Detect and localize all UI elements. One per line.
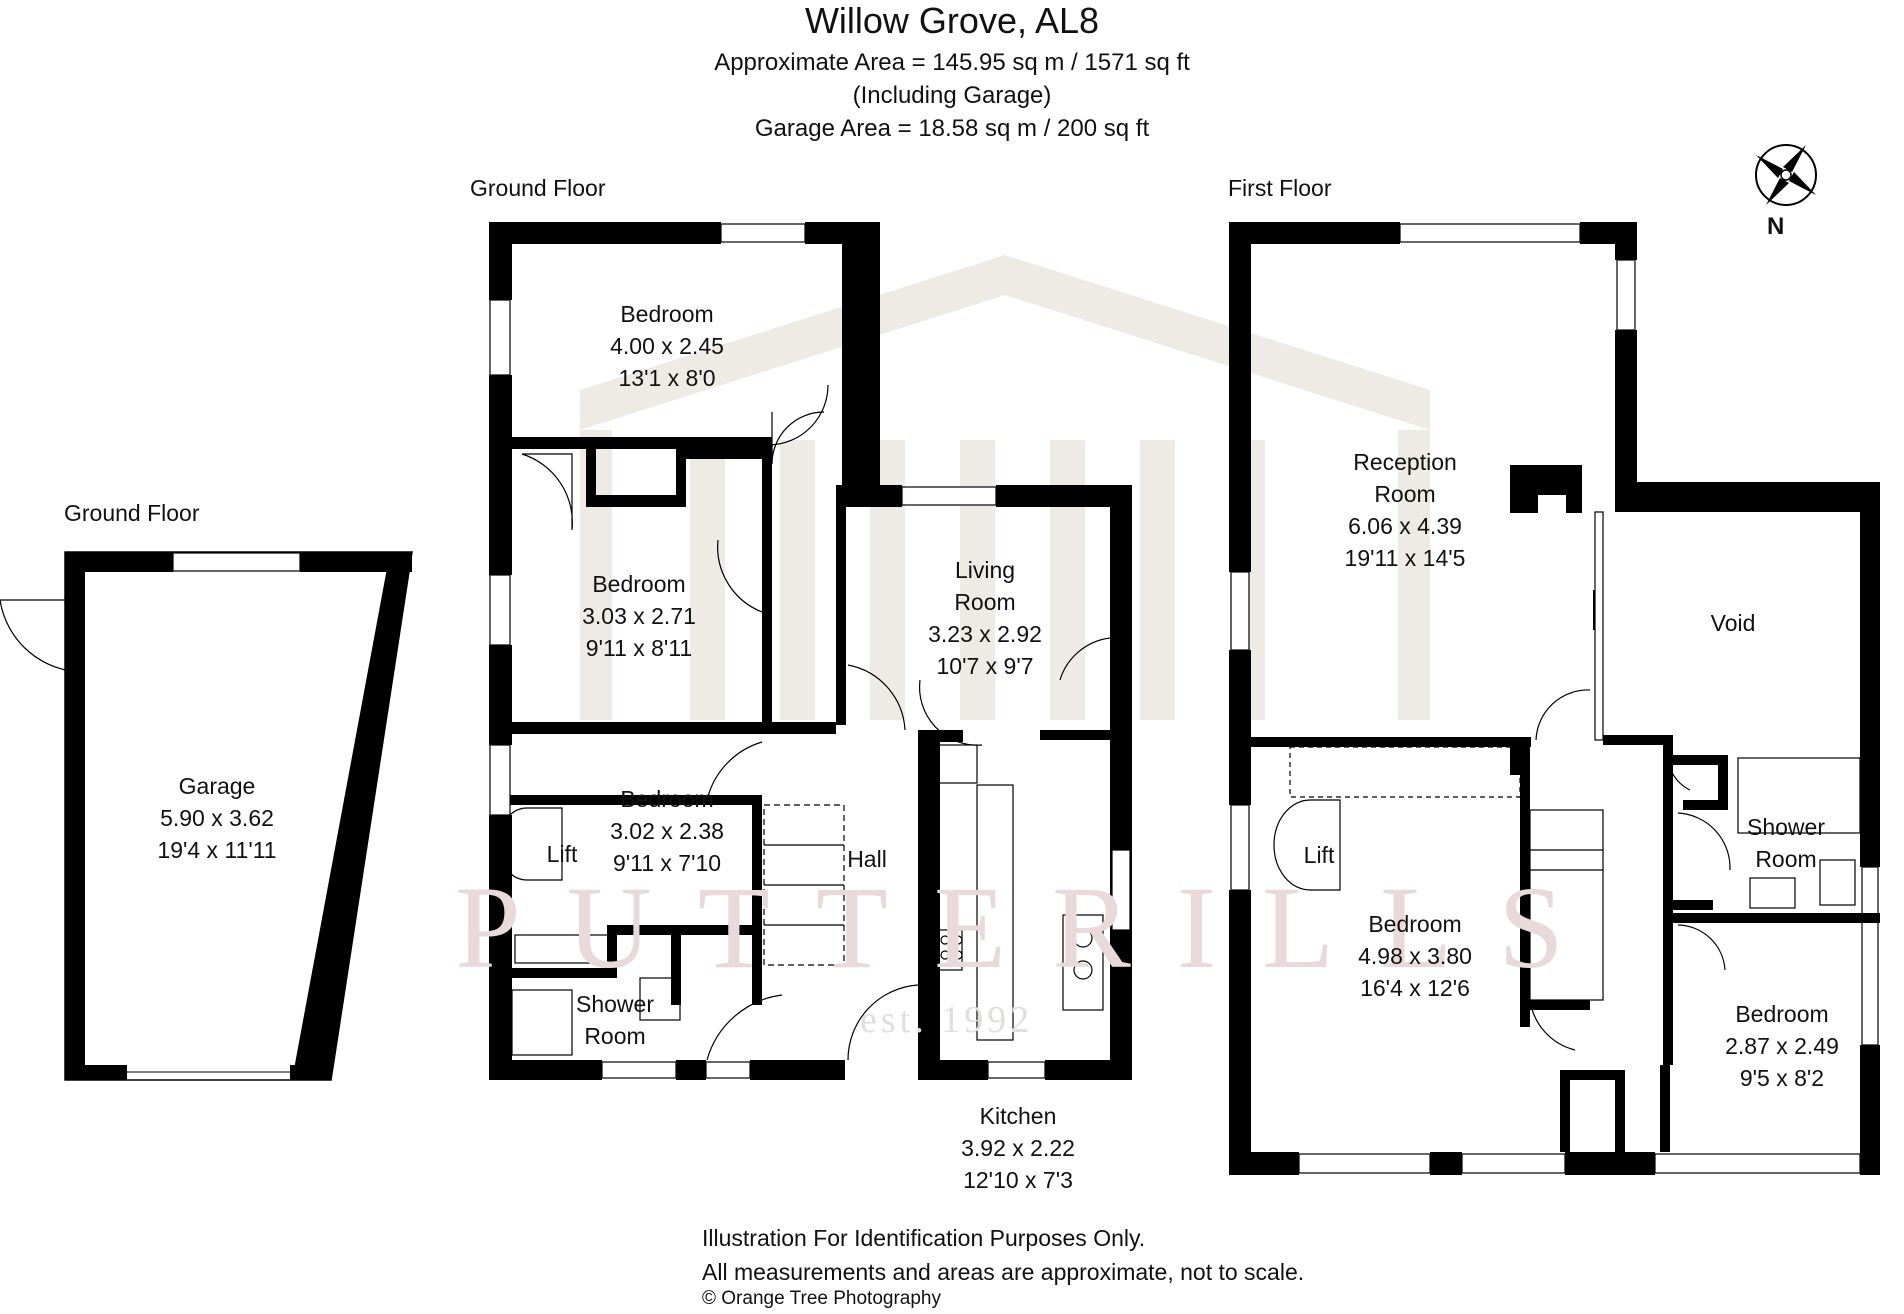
measurement-disclaimer: All measurements and areas are approxima… [702,1259,1305,1285]
approximate-area: Approximate Area = 145.95 sq m / 1571 sq… [714,49,1190,76]
room-metric: 3.23 x 2.92 [928,621,1042,647]
room-imperial: 9'11 x 7'10 [612,850,722,876]
brand-watermark: PUTTERILLS [455,862,1610,993]
first-floor-lift: Lift [1304,839,1335,871]
first-floor-label: First Floor [1228,175,1332,201]
ground-floor-fixtures [497,384,1111,1061]
room-metric: 2.87 x 2.49 [1725,1033,1839,1059]
garage-floor-label: Ground Floor [64,500,200,526]
room-living: Living Room 3.23 x 2.92 10'7 x 9'7 [928,554,1042,682]
room-name: Kitchen [979,1103,1057,1129]
room-imperial: 19'4 x 11'11 [157,837,277,863]
room-name: Bedroom [620,301,714,327]
room-metric: 3.02 x 2.38 [610,818,724,844]
room-name-line-2: Room [1755,846,1817,872]
room-name: Living [954,557,1016,583]
compass-rose-icon [1755,144,1817,206]
room-first-shower: Shower Room [1747,811,1825,875]
room-bedroom-2: Bedroom 3.03 x 2.71 9'11 x 8'11 [582,568,696,664]
room-hall: Hall [847,843,887,875]
garage-plan [0,551,413,1081]
room-first-bedroom-2: Bedroom 2.87 x 2.49 9'5 x 8'2 [1725,998,1839,1094]
room-metric: 5.90 x 3.62 [160,805,274,831]
north-label: N [1767,213,1785,240]
room-metric: 3.92 x 2.22 [961,1135,1075,1161]
including-garage-note: (Including Garage) [852,82,1052,109]
room-metric: 4.00 x 2.45 [610,333,724,359]
room-name-line-2: Room [1374,481,1436,507]
room-imperial: 9'5 x 8'2 [1739,1065,1825,1091]
room-ground-shower: Shower Room [576,988,654,1052]
first-floor-walls [1229,222,1880,1175]
room-name: Reception [1353,449,1457,475]
copyright: © Orange Tree Photography [702,1288,941,1309]
room-first-bedroom-1: Bedroom 4.98 x 3.80 16'4 x 12'6 [1358,908,1472,1004]
room-name: Bedroom [1368,911,1462,937]
room-void: Void [1711,607,1756,639]
house-watermark [580,255,1430,720]
room-bedroom-1: Bedroom 4.00 x 2.45 13'1 x 8'0 [610,298,724,394]
room-name-line-2: Room [584,1023,646,1049]
room-name: Bedroom [620,786,714,812]
room-metric: 4.98 x 3.80 [1358,943,1472,969]
room-name: Void [1710,610,1756,636]
room-imperial: 13'1 x 8'0 [618,365,716,391]
room-imperial: 19'11 x 14'5 [1344,545,1466,571]
first-floor-fixtures [1273,689,1861,1051]
room-name: Shower [576,991,654,1017]
room-name: Garage [178,773,256,799]
ground-floor-lift: Lift [547,838,578,870]
room-bedroom-3: Bedroom 3.02 x 2.38 9'11 x 7'10 [610,783,724,879]
room-metric: 6.06 x 4.39 [1348,513,1462,539]
room-reception: Reception Room 6.06 x 4.39 19'11 x 14'5 [1345,446,1466,574]
established-watermark: est. 1992 [860,999,1034,1041]
room-imperial: 9'11 x 8'11 [585,635,693,661]
room-name: Bedroom [592,571,686,597]
room-imperial: 12'10 x 7'3 [963,1167,1073,1193]
room-name: Lift [1303,842,1335,868]
room-imperial: 16'4 x 12'6 [1360,975,1470,1001]
room-name: Bedroom [1735,1001,1829,1027]
ground-floor-walls [489,222,1132,1080]
identification-disclaimer: Illustration For Identification Purposes… [702,1225,1146,1251]
room-name: Lift [546,841,578,867]
room-name: Shower [1747,814,1825,840]
room-name: Hall [847,846,887,872]
room-metric: 3.03 x 2.71 [582,603,696,629]
plan-title: Willow Grove, AL8 [804,0,1100,41]
room-kitchen: Kitchen 3.92 x 2.22 12'10 x 7'3 [961,1100,1075,1196]
ground-floor-label: Ground Floor [470,175,606,201]
room-imperial: 10'7 x 9'7 [936,653,1034,679]
room-garage: Garage 5.90 x 3.62 19'4 x 11'11 [157,770,276,866]
room-name-line-2: Room [954,589,1016,615]
garage-area: Garage Area = 18.58 sq m / 200 sq ft [754,115,1150,142]
